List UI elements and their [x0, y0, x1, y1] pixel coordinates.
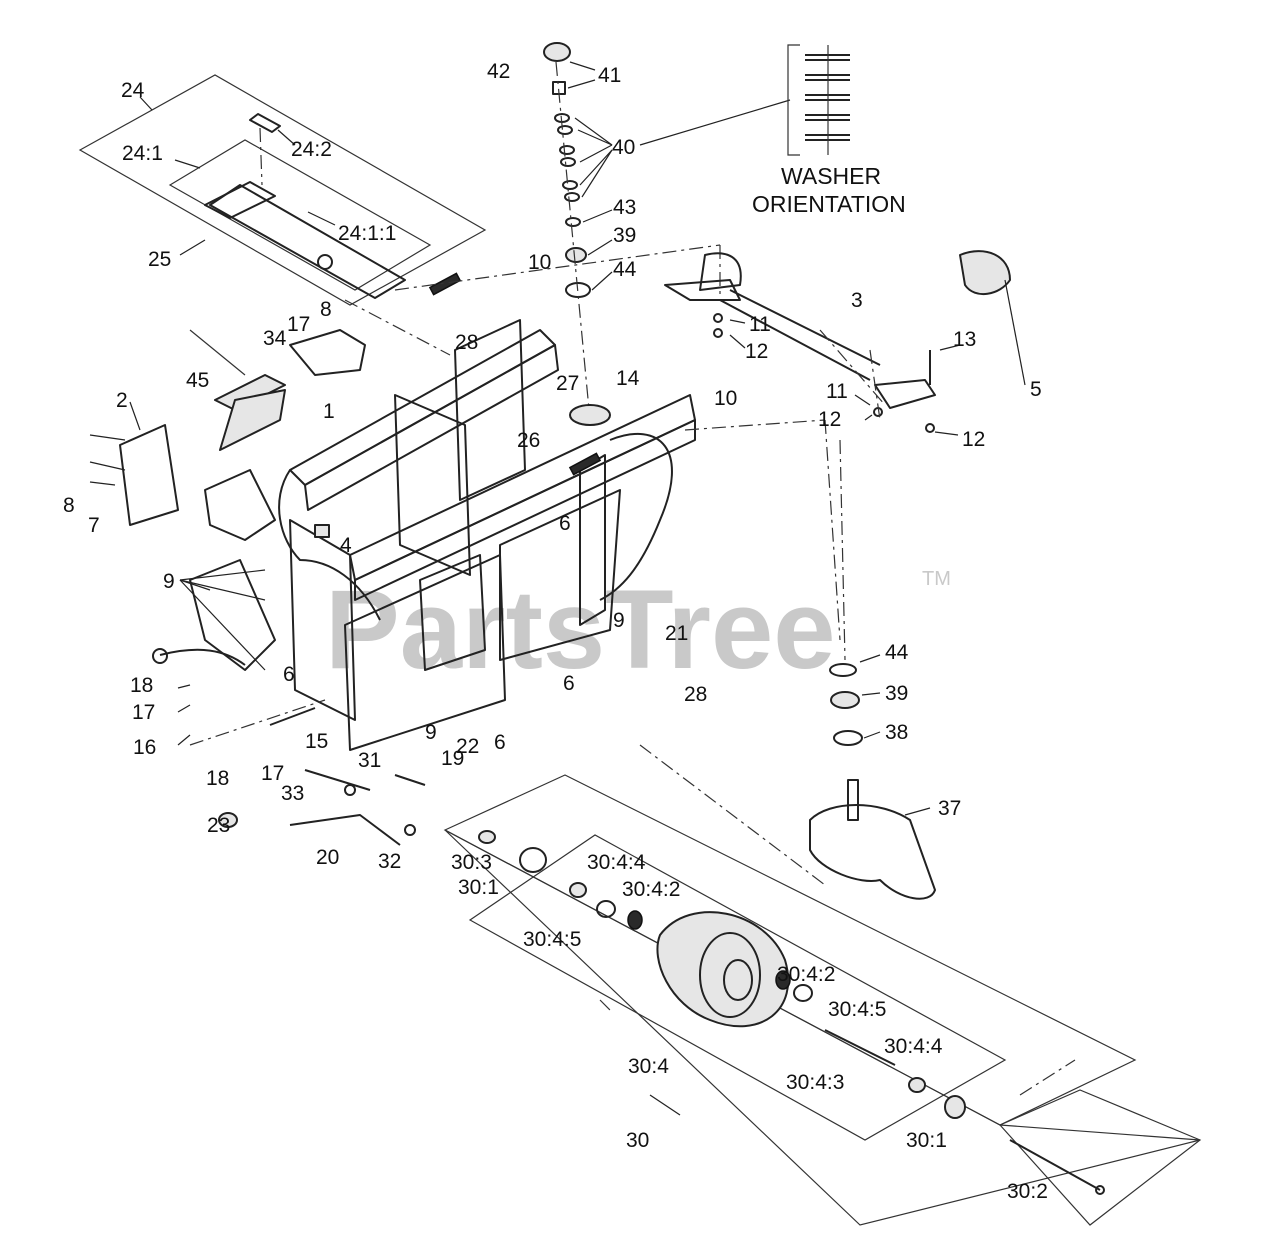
- callout-39: 39: [613, 224, 636, 247]
- callout-21: 21: [665, 622, 688, 645]
- callout-9: 9: [163, 570, 175, 593]
- callout-3: 3: [851, 289, 863, 312]
- callout-17-b: 17: [132, 701, 155, 724]
- callout-34: 34: [263, 327, 287, 350]
- callout-43: 43: [613, 196, 636, 219]
- callout-20: 20: [316, 846, 339, 869]
- callout-31: 31: [358, 749, 381, 772]
- callout-40: 40: [612, 136, 635, 159]
- callout-24-1-1: 24:1:1: [338, 222, 396, 245]
- callout-42: 42: [487, 60, 510, 83]
- callout-28-b: 28: [684, 683, 707, 706]
- callout-25: 25: [148, 248, 171, 271]
- front-axle-parts: [664, 250, 1026, 436]
- callout-9-c: 9: [425, 721, 437, 744]
- callout-13: 13: [953, 328, 976, 351]
- callout-9-b: 9: [613, 609, 625, 632]
- callout-14: 14: [616, 367, 640, 390]
- callout-38: 38: [885, 721, 908, 744]
- callout-12-b: 12: [818, 408, 841, 431]
- callout-11: 11: [749, 313, 771, 336]
- callout-8: 8: [320, 298, 332, 321]
- callout-30-4: 30:4: [628, 1055, 669, 1078]
- callout-8-b: 8: [63, 494, 75, 517]
- callout-23: 23: [207, 814, 230, 837]
- caster-assembly: [639, 439, 936, 900]
- callout-22: 22: [456, 735, 479, 758]
- callout-7: 7: [88, 514, 100, 537]
- callout-17-c: 17: [261, 762, 284, 785]
- callout-30-1-b: 30:1: [906, 1129, 947, 1152]
- callout-41: 41: [598, 64, 621, 87]
- callout-30-1: 30:1: [458, 876, 499, 899]
- callout-11-b: 11: [826, 380, 848, 403]
- callout-30-2: 30:2: [1007, 1180, 1048, 1203]
- callout-6-d: 6: [494, 731, 506, 754]
- callout-27: 27: [556, 372, 579, 395]
- wheel-assembly: [443, 774, 1202, 1226]
- callout-15: 15: [305, 730, 328, 753]
- main-frame: [278, 244, 841, 751]
- callout-12: 12: [745, 340, 768, 363]
- callout-6: 6: [559, 512, 571, 535]
- washer-orientation-line2: ORIENTATION: [752, 191, 906, 217]
- callout-2: 2: [116, 389, 128, 412]
- callout-10: 10: [528, 251, 551, 274]
- steering-stack: [543, 42, 791, 421]
- callout-30-4-3: 30:4:3: [786, 1071, 844, 1094]
- callout-30-4-5-b: 30:4:5: [828, 998, 886, 1021]
- washer-orientation-detail: [787, 44, 850, 156]
- watermark-trademark: TM: [922, 568, 951, 590]
- callout-17: 17: [287, 313, 310, 336]
- callout-18: 18: [130, 674, 153, 697]
- callout-18-b: 18: [206, 767, 229, 790]
- left-side-parts: [89, 329, 426, 846]
- callout-44-b: 44: [885, 641, 909, 664]
- callout-39-b: 39: [885, 682, 908, 705]
- callout-33: 33: [281, 782, 304, 805]
- callout-30-4-2: 30:4:2: [622, 878, 680, 901]
- callout-6-c: 6: [563, 672, 575, 695]
- callout-24-2: 24:2: [291, 138, 332, 161]
- panel-assembly-outline: [78, 74, 487, 356]
- callout-30-4-4: 30:4:4: [587, 851, 646, 874]
- callout-24-1: 24:1: [122, 142, 163, 165]
- callout-37: 37: [938, 797, 961, 820]
- callout-44: 44: [613, 258, 637, 281]
- callout-32: 32: [378, 850, 401, 873]
- callout-24: 24: [121, 79, 145, 102]
- callout-4: 4: [340, 534, 352, 557]
- callout-30-4-4-b: 30:4:4: [884, 1035, 943, 1058]
- callout-30-4-2-b: 30:4:2: [777, 963, 835, 986]
- callout-28: 28: [455, 331, 478, 354]
- callout-labels: 24 24:2 24:1 24:1:1 25 42 41 40 WASHER O…: [63, 60, 1048, 1203]
- callout-30-4-5: 30:4:5: [523, 928, 581, 951]
- washer-orientation-line1: WASHER: [781, 163, 881, 189]
- callout-30: 30: [626, 1129, 649, 1152]
- callout-6-b: 6: [283, 663, 295, 686]
- callout-12-c: 12: [962, 428, 985, 451]
- callout-1: 1: [323, 400, 335, 423]
- callout-10-b: 10: [714, 387, 737, 410]
- callout-30-3: 30:3: [451, 851, 492, 874]
- callout-16: 16: [133, 736, 156, 759]
- callout-19: 19: [441, 747, 464, 770]
- callout-26: 26: [517, 429, 540, 452]
- callout-5: 5: [1030, 378, 1042, 401]
- callout-45: 45: [186, 369, 209, 392]
